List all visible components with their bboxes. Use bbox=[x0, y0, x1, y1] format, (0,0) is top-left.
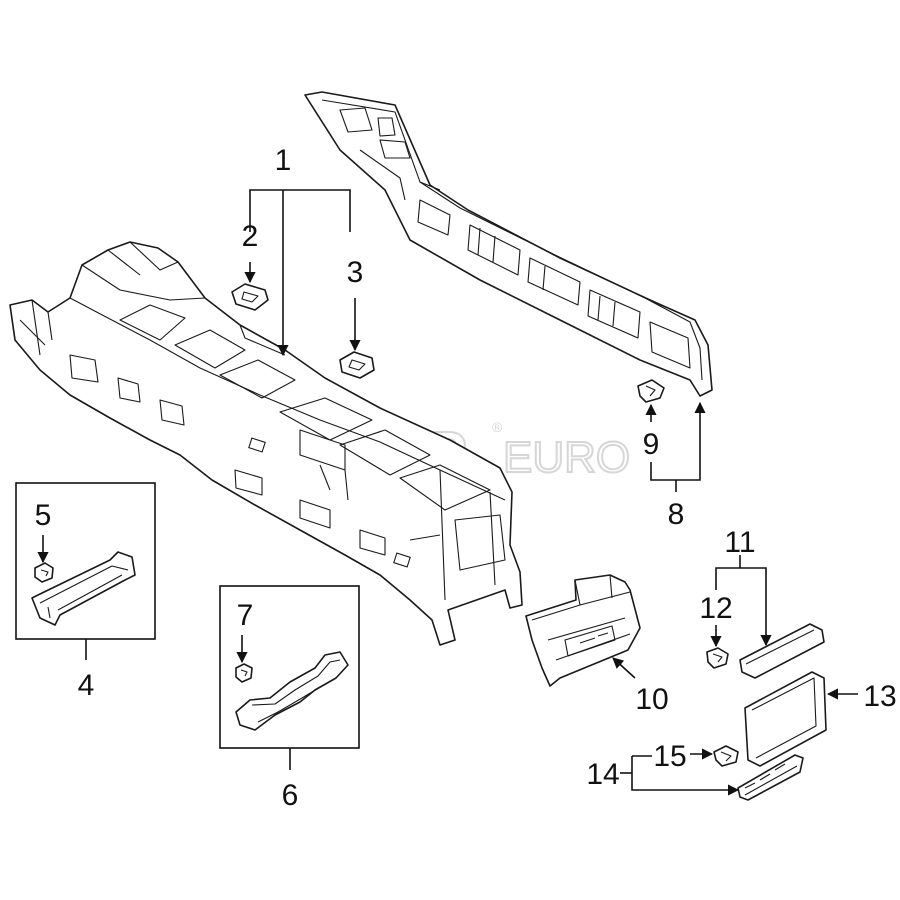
callout-12: 12 bbox=[699, 592, 732, 625]
watermark-registered-mark: ® bbox=[492, 419, 503, 435]
console-trim-14[interactable] bbox=[737, 754, 804, 801]
trim-strip-clip-12[interactable] bbox=[706, 647, 729, 669]
callout-3: 3 bbox=[347, 256, 364, 289]
callout-6: 6 bbox=[282, 779, 299, 812]
watermark-brand-suffix: EURO bbox=[503, 433, 630, 482]
trim-panel-clip[interactable] bbox=[637, 379, 665, 403]
callout-10: 10 bbox=[635, 683, 668, 716]
callout-2: 2 bbox=[242, 220, 259, 253]
callout-4: 4 bbox=[78, 669, 95, 702]
console-insert-10[interactable] bbox=[525, 574, 641, 687]
callout-1: 1 bbox=[275, 144, 292, 177]
console-panel-13[interactable] bbox=[744, 671, 827, 767]
callout-7: 7 bbox=[237, 599, 254, 632]
callout-labels: 1 2 3 4 5 6 7 8 9 10 11 12 13 14 15 bbox=[35, 144, 897, 812]
console-side-trim-panel[interactable] bbox=[304, 91, 713, 397]
callout-8: 8 bbox=[668, 498, 685, 531]
console-clip-3[interactable] bbox=[339, 351, 375, 379]
callout-14: 14 bbox=[586, 758, 619, 791]
center-console-housing[interactable] bbox=[9, 241, 523, 646]
callout-11: 11 bbox=[724, 526, 755, 559]
callout-15: 15 bbox=[653, 740, 686, 773]
console-clip-2[interactable] bbox=[231, 283, 269, 311]
leader-lines bbox=[37, 189, 858, 796]
callout-5: 5 bbox=[35, 499, 52, 532]
trim-clip-15[interactable] bbox=[713, 745, 739, 767]
console-bracket-4[interactable] bbox=[31, 551, 136, 626]
callout-13: 13 bbox=[863, 680, 896, 713]
console-trim-strip-11[interactable] bbox=[739, 623, 825, 679]
console-bracket-6[interactable] bbox=[235, 651, 349, 731]
callout-9: 9 bbox=[643, 428, 660, 461]
